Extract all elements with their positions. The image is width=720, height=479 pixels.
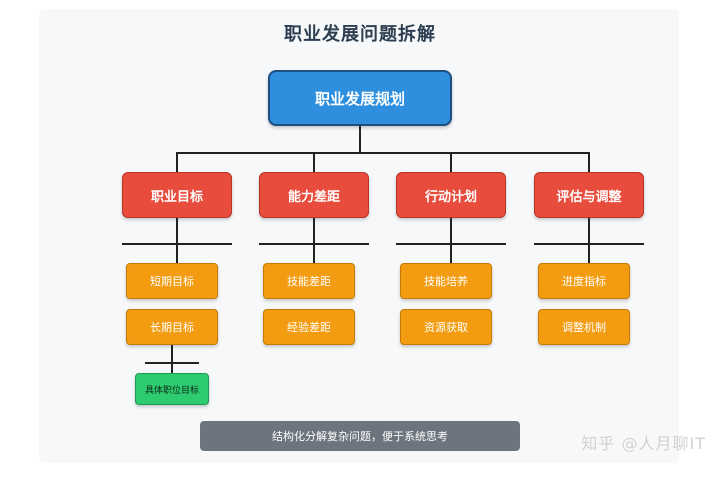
leaf-node: 具体职位目标	[135, 373, 209, 405]
category-connector	[588, 152, 590, 172]
diagram-title: 职业发展问题拆解	[284, 24, 436, 45]
sub-node: 长期目标	[126, 309, 218, 345]
category-connector	[313, 152, 315, 172]
sub-node: 经验差距	[263, 309, 355, 345]
category-node: 职业目标	[122, 172, 232, 218]
sub-node: 资源获取	[400, 309, 492, 345]
summary-note: 结构化分解复杂问题，便于系统思考	[200, 421, 520, 451]
leaf-horizontal-connector	[145, 362, 199, 364]
sub-node: 技能培养	[400, 263, 492, 299]
category-node: 评估与调整	[534, 172, 644, 218]
category-connector	[176, 152, 178, 172]
root-connector	[359, 126, 361, 153]
category-down-connector	[176, 218, 178, 244]
sub-connector	[176, 244, 178, 263]
root-node: 职业发展规划	[268, 70, 452, 126]
sub-connector	[450, 244, 452, 263]
sub-node: 技能差距	[263, 263, 355, 299]
category-node: 能力差距	[259, 172, 369, 218]
watermark: 知乎 @人月聊IT	[581, 434, 706, 453]
main-horizontal-connector	[176, 152, 590, 154]
sub-connector	[588, 244, 590, 263]
category-down-connector	[588, 218, 590, 244]
sub-connector	[313, 244, 315, 263]
sub-node: 进度指标	[538, 263, 630, 299]
category-down-connector	[313, 218, 315, 244]
sub-node: 短期目标	[126, 263, 218, 299]
sub-node: 调整机制	[538, 309, 630, 345]
category-down-connector	[450, 218, 452, 244]
category-connector	[450, 152, 452, 172]
category-node: 行动计划	[396, 172, 506, 218]
leaf-connector	[171, 345, 173, 373]
